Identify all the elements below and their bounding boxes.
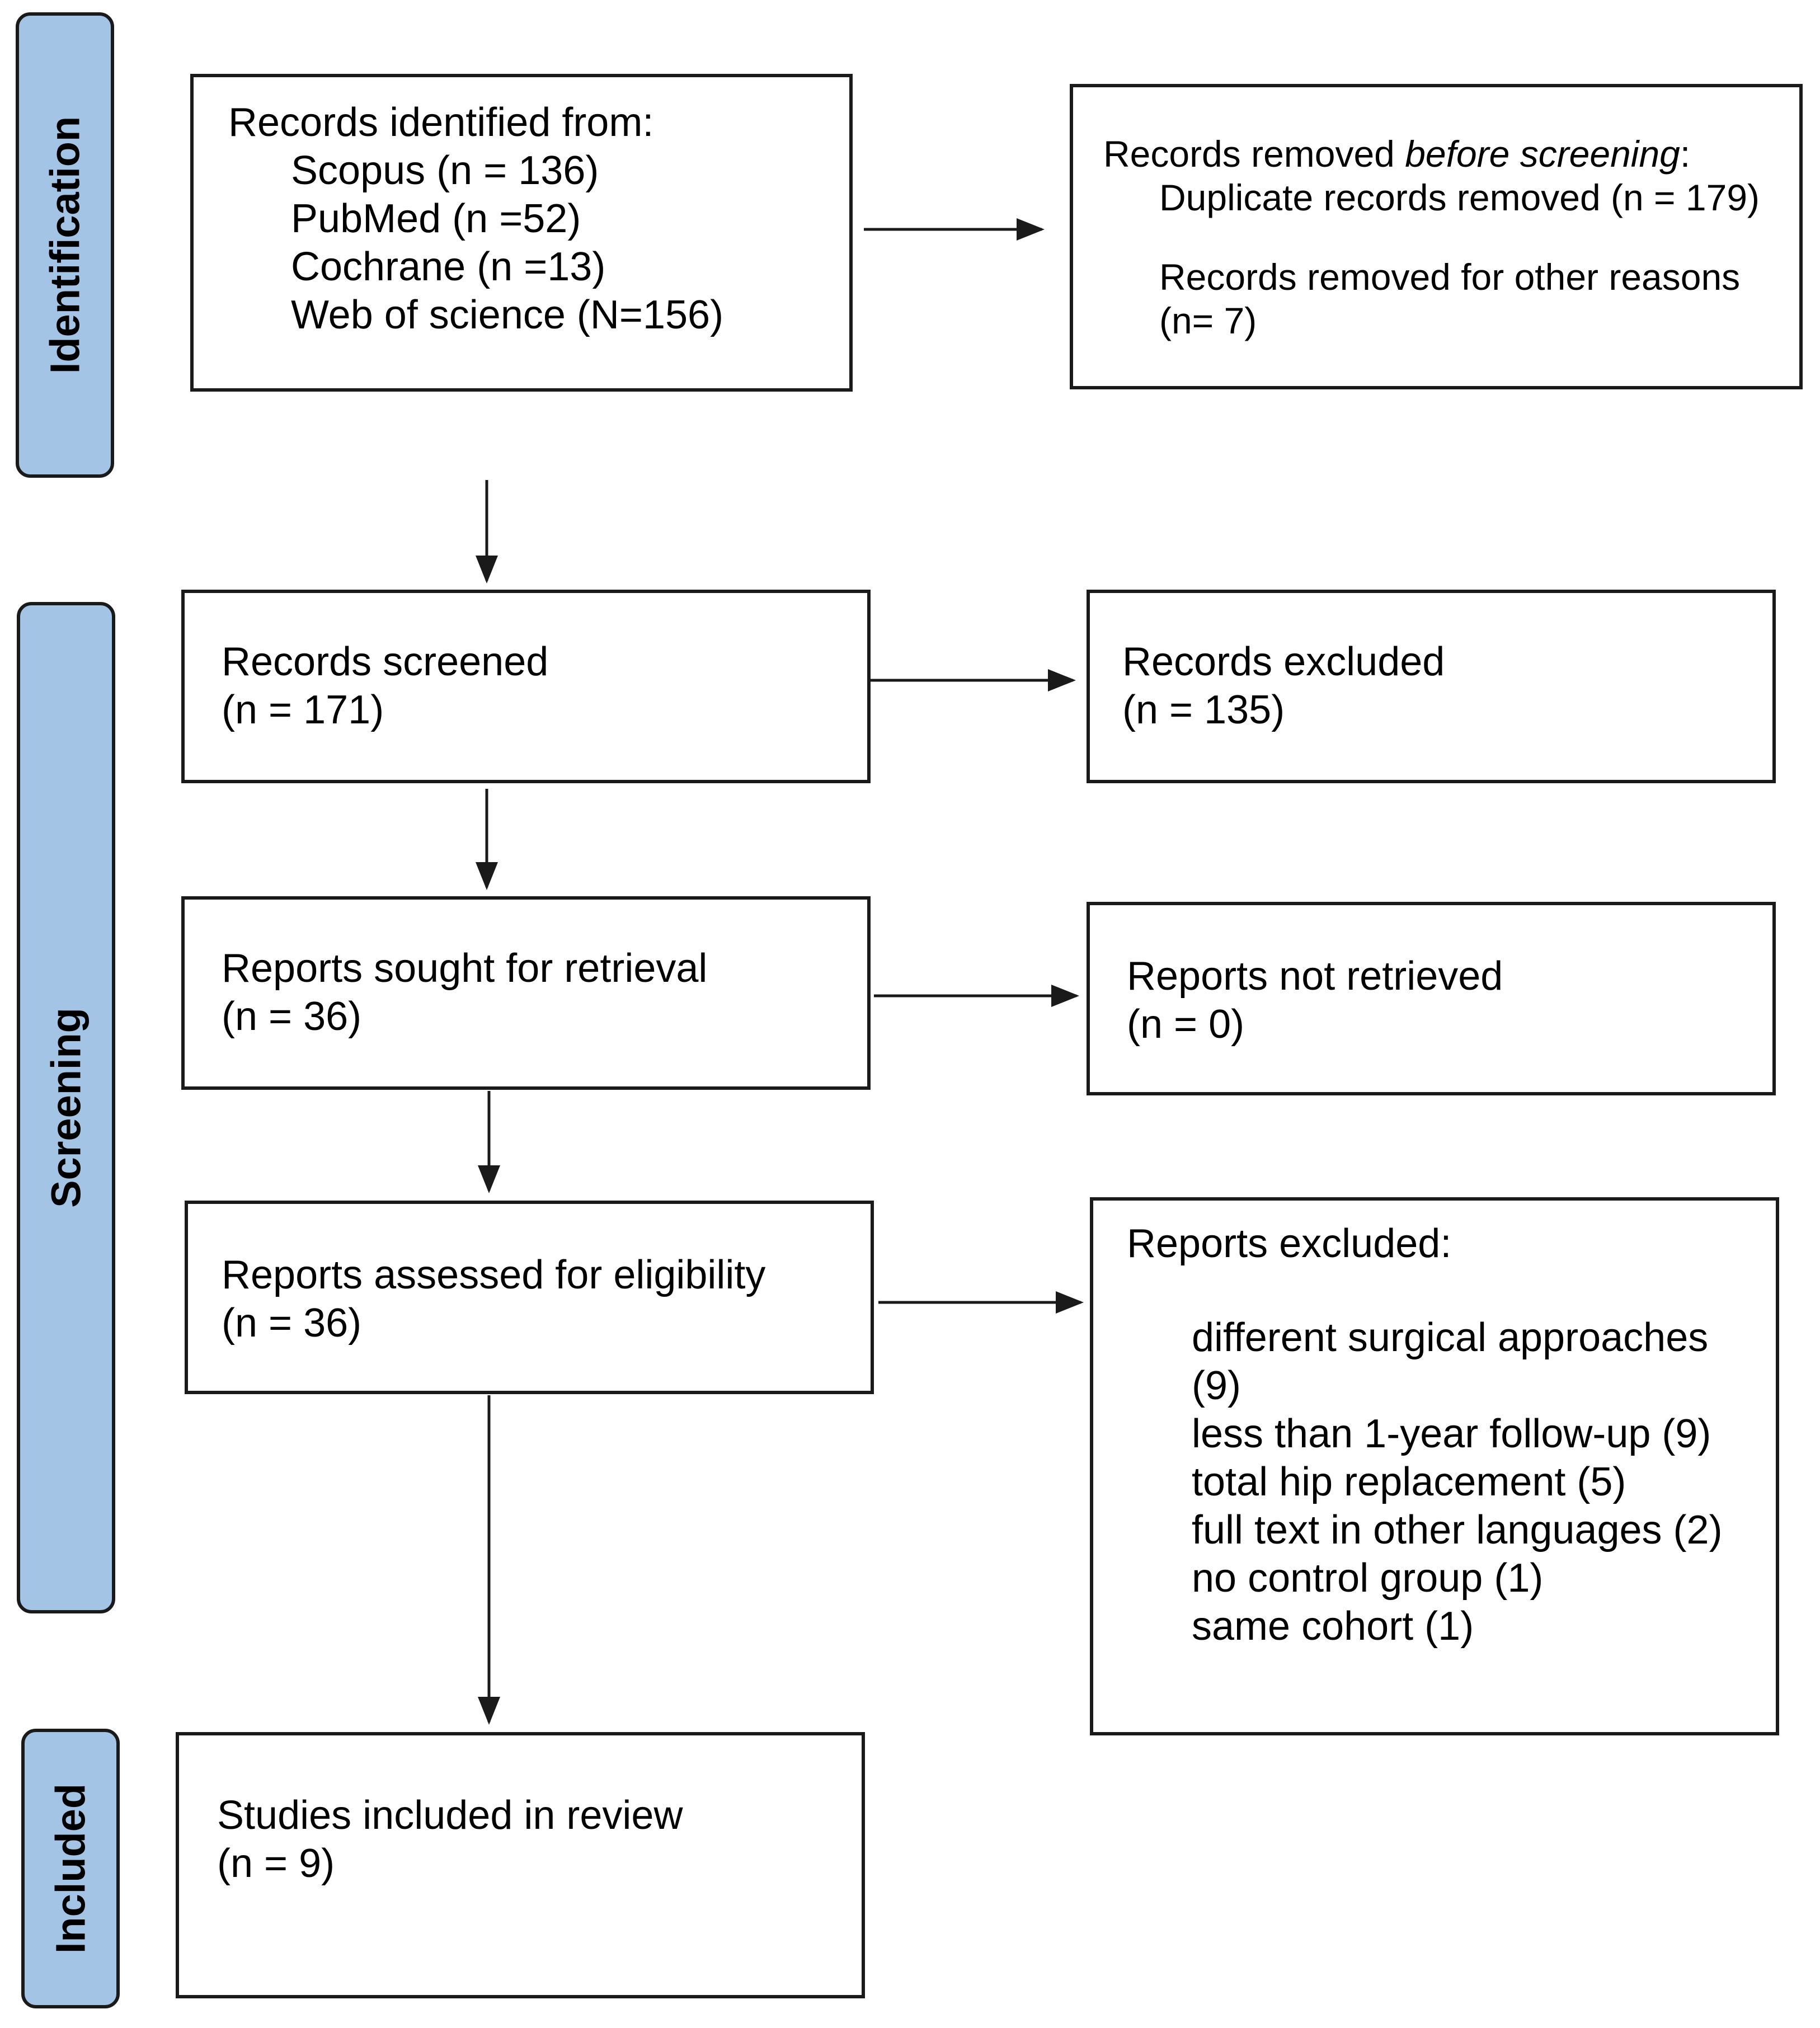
reason-less-than-1-year: less than 1-year follow-up (9): [1192, 1411, 1711, 1456]
records-excluded-box: Records excluded (n = 135): [1087, 590, 1776, 783]
source-pubmed: PubMed (n =52): [291, 196, 581, 241]
other-reasons-removed: Records removed for other reasons: [1159, 256, 1741, 298]
reason-no-control-group: no control group (1): [1192, 1556, 1544, 1601]
reports-sought-count: (n = 36): [222, 994, 362, 1039]
reports-not-retrieved-count: (n = 0): [1127, 1002, 1245, 1047]
records-identified-heading: Records identified from:: [228, 100, 654, 145]
reports-assessed-box: Reports assessed for eligibility (n = 36…: [185, 1201, 874, 1394]
other-reasons-count: (n= 7): [1159, 300, 1257, 341]
records-screened-box: Records screened (n = 171): [181, 590, 871, 783]
reports-sought-box: Reports sought for retrieval (n = 36): [181, 896, 871, 1090]
reason-same-cohort: same cohort (1): [1192, 1604, 1474, 1649]
reason-different-surgical-approaches: different surgical approaches: [1192, 1315, 1709, 1360]
records-screened-count: (n = 171): [222, 688, 384, 732]
reports-sought-label: Reports sought for retrieval: [222, 946, 708, 991]
records-excluded-label: Records excluded: [1122, 639, 1445, 684]
reports-assessed-count: (n = 36): [222, 1301, 362, 1345]
source-cochrane: Cochrane (n =13): [291, 244, 606, 289]
duplicates-removed: Duplicate records removed (n = 179): [1159, 177, 1760, 218]
reports-excluded-box: Reports excluded: different surgical app…: [1090, 1197, 1779, 1735]
records-removed-heading: Records removed before screening:: [1103, 133, 1691, 175]
reports-assessed-label: Reports assessed for eligibility: [222, 1253, 766, 1297]
studies-included-box: Studies included in review (n = 9): [176, 1732, 865, 1998]
records-identified-box: Records identified from: Scopus (n = 136…: [190, 74, 853, 392]
reports-not-retrieved-box: Reports not retrieved (n = 0): [1087, 902, 1776, 1095]
studies-included-label: Studies included in review: [217, 1793, 683, 1838]
records-excluded-count: (n = 135): [1122, 688, 1285, 732]
reason-different-surgical-approaches-count: (9): [1192, 1363, 1241, 1408]
records-screened-label: Records screened: [222, 639, 549, 684]
stage-screening: Screening: [17, 602, 115, 1613]
reason-other-languages: full text in other languages (2): [1192, 1508, 1723, 1552]
records-removed-box: Records removed before screening: Duplic…: [1070, 84, 1803, 389]
reason-total-hip-replacement: total hip replacement (5): [1192, 1460, 1626, 1504]
source-scopus: Scopus (n = 136): [291, 148, 599, 193]
reports-not-retrieved-label: Reports not retrieved: [1127, 954, 1503, 999]
source-web-of-science: Web of science (N=156): [291, 293, 724, 337]
stage-included: Included: [21, 1729, 120, 2008]
stage-identification: Identification: [16, 12, 114, 478]
reports-excluded-heading: Reports excluded:: [1127, 1221, 1452, 1266]
studies-included-count: (n = 9): [217, 1841, 335, 1886]
